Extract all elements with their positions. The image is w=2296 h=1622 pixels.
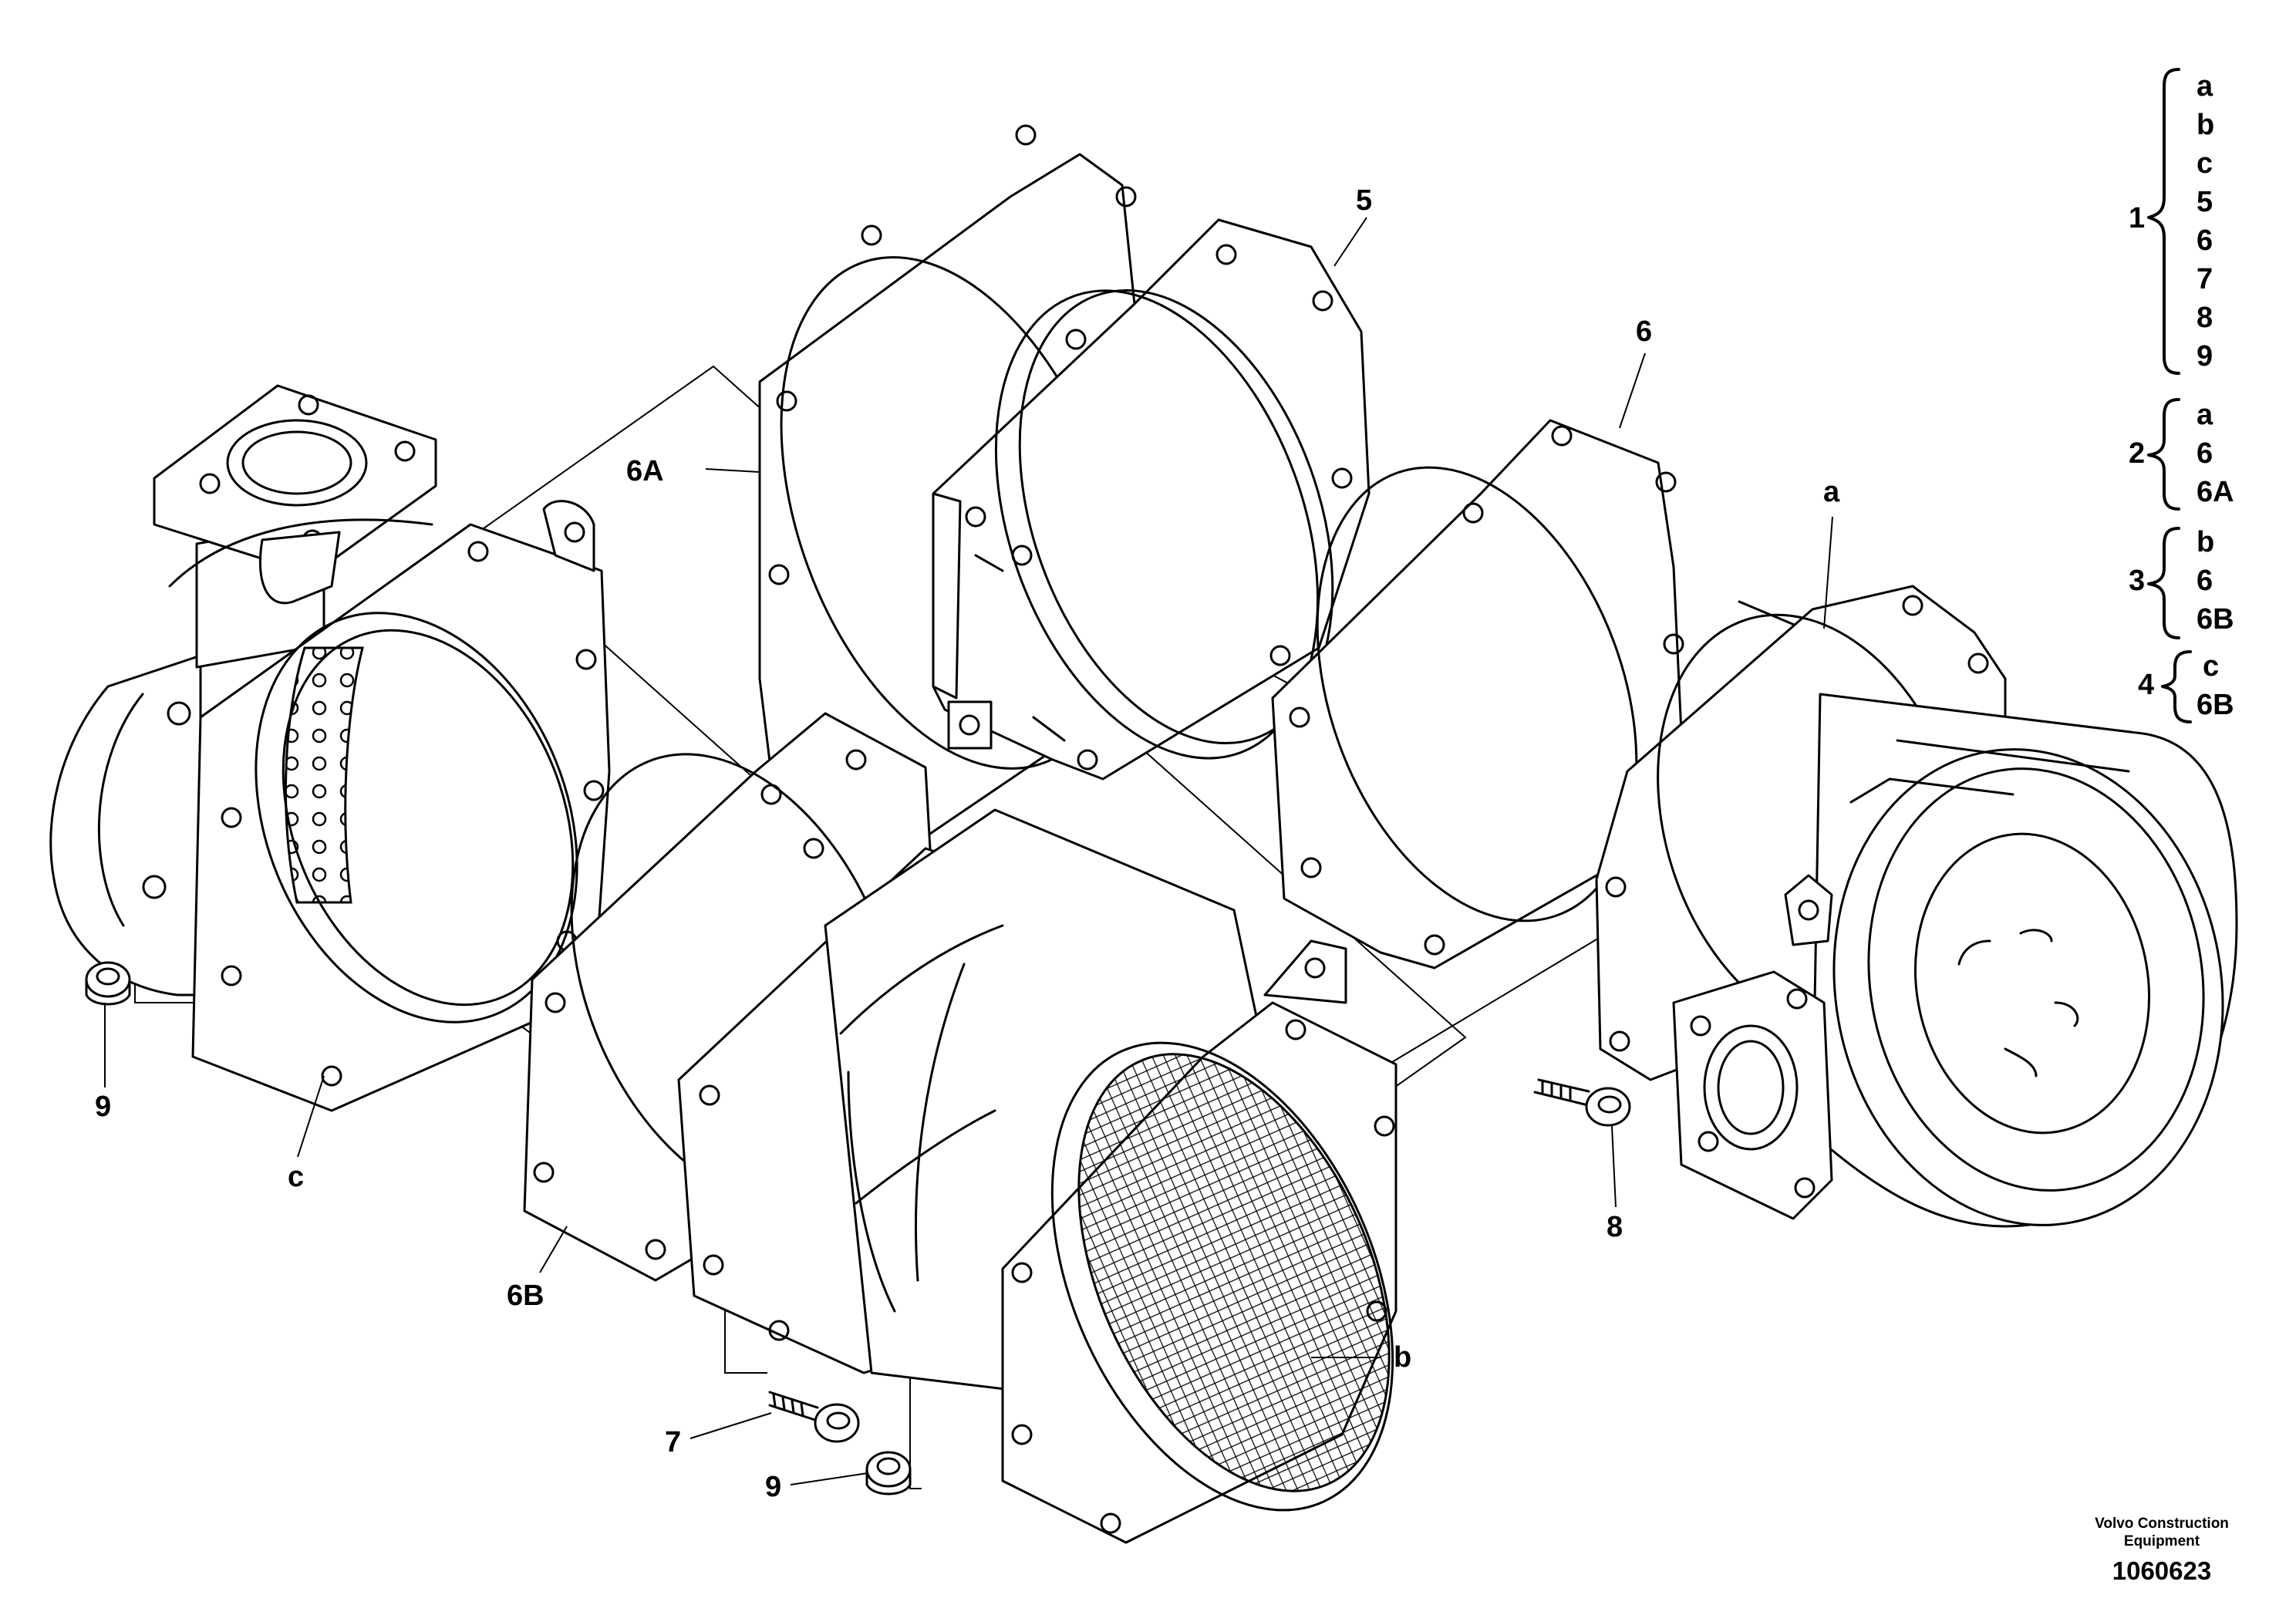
- legend-group-1-item: a: [2197, 70, 2213, 103]
- bolt-8: [1533, 1078, 1631, 1127]
- callout-c: c: [288, 1161, 304, 1193]
- inlet-housing-c: [49, 384, 611, 1112]
- legend-group-3-item: b: [2197, 526, 2214, 558]
- company-name-line2: Equipment: [2124, 1533, 2200, 1549]
- legend-group-1-item: 5: [2197, 186, 2213, 218]
- legend-group-4-item: 6B: [2197, 689, 2234, 721]
- legend-group-1-item: c: [2197, 147, 2213, 180]
- legend-group-2-item: a: [2197, 399, 2213, 431]
- gasket-6: [1271, 419, 1684, 969]
- legend-group-3-number: 3: [2129, 565, 2145, 597]
- legend-brace-4: [2161, 650, 2192, 723]
- callout-9-bottom: 9: [765, 1471, 781, 1503]
- legend-group-1-item: 6: [2197, 224, 2213, 257]
- legend-group-1-item: 8: [2197, 302, 2213, 334]
- bolt-7: [768, 1391, 860, 1443]
- particulate-filter-b: [677, 808, 1397, 1544]
- callout-labels: 6A 5 6 a 9 c 6B 8 b 7 9: [95, 184, 1840, 1503]
- kit-legend: 1 a b c 5 6 7 8 9 2 a 6 6A 3 b 6 6B 4 c …: [2129, 68, 2234, 723]
- company-name-line1: Volvo Construction: [2095, 1516, 2229, 1532]
- legend-brace-2: [2147, 398, 2180, 511]
- drawing-reference: Volvo Construction Equipment 1060623: [2095, 1516, 2229, 1585]
- clamp-ring-5: [932, 218, 1371, 781]
- legend-brace-1: [2147, 68, 2180, 375]
- drawing-number: 1060623: [2112, 1556, 2211, 1585]
- callout-5: 5: [1356, 184, 1372, 217]
- callout-7: 7: [665, 1426, 681, 1458]
- callout-6B: 6B: [507, 1280, 544, 1312]
- callout-6A: 6A: [626, 455, 664, 487]
- callout-9-left: 9: [95, 1091, 111, 1123]
- legend-group-1-item: 7: [2197, 263, 2213, 295]
- leader-lines: [104, 217, 1833, 1485]
- legend-group-4-item: c: [2203, 650, 2219, 683]
- legend-group-2-item: 6: [2197, 437, 2213, 470]
- callout-b: b: [1394, 1341, 1411, 1374]
- legend-group-2-number: 2: [2129, 437, 2145, 470]
- legend-group-3-item: 6B: [2197, 603, 2234, 636]
- outlet-housing-a: [1595, 585, 2238, 1228]
- nut-9-bottom: [865, 1451, 912, 1496]
- legend-group-4-number: 4: [2138, 669, 2154, 701]
- legend-group-2-item: 6A: [2197, 476, 2234, 508]
- legend-group-1-number: 1: [2129, 202, 2145, 234]
- callout-8: 8: [1607, 1211, 1623, 1243]
- legend-group-3-item: 6: [2197, 565, 2213, 597]
- legend-group-1-item: 9: [2197, 340, 2213, 373]
- callout-a: a: [1823, 476, 1840, 508]
- callout-6-top: 6: [1636, 315, 1652, 348]
- legend-brace-3: [2147, 527, 2180, 639]
- nut-9-left: [85, 961, 131, 1006]
- legend-group-1-item: b: [2197, 109, 2214, 141]
